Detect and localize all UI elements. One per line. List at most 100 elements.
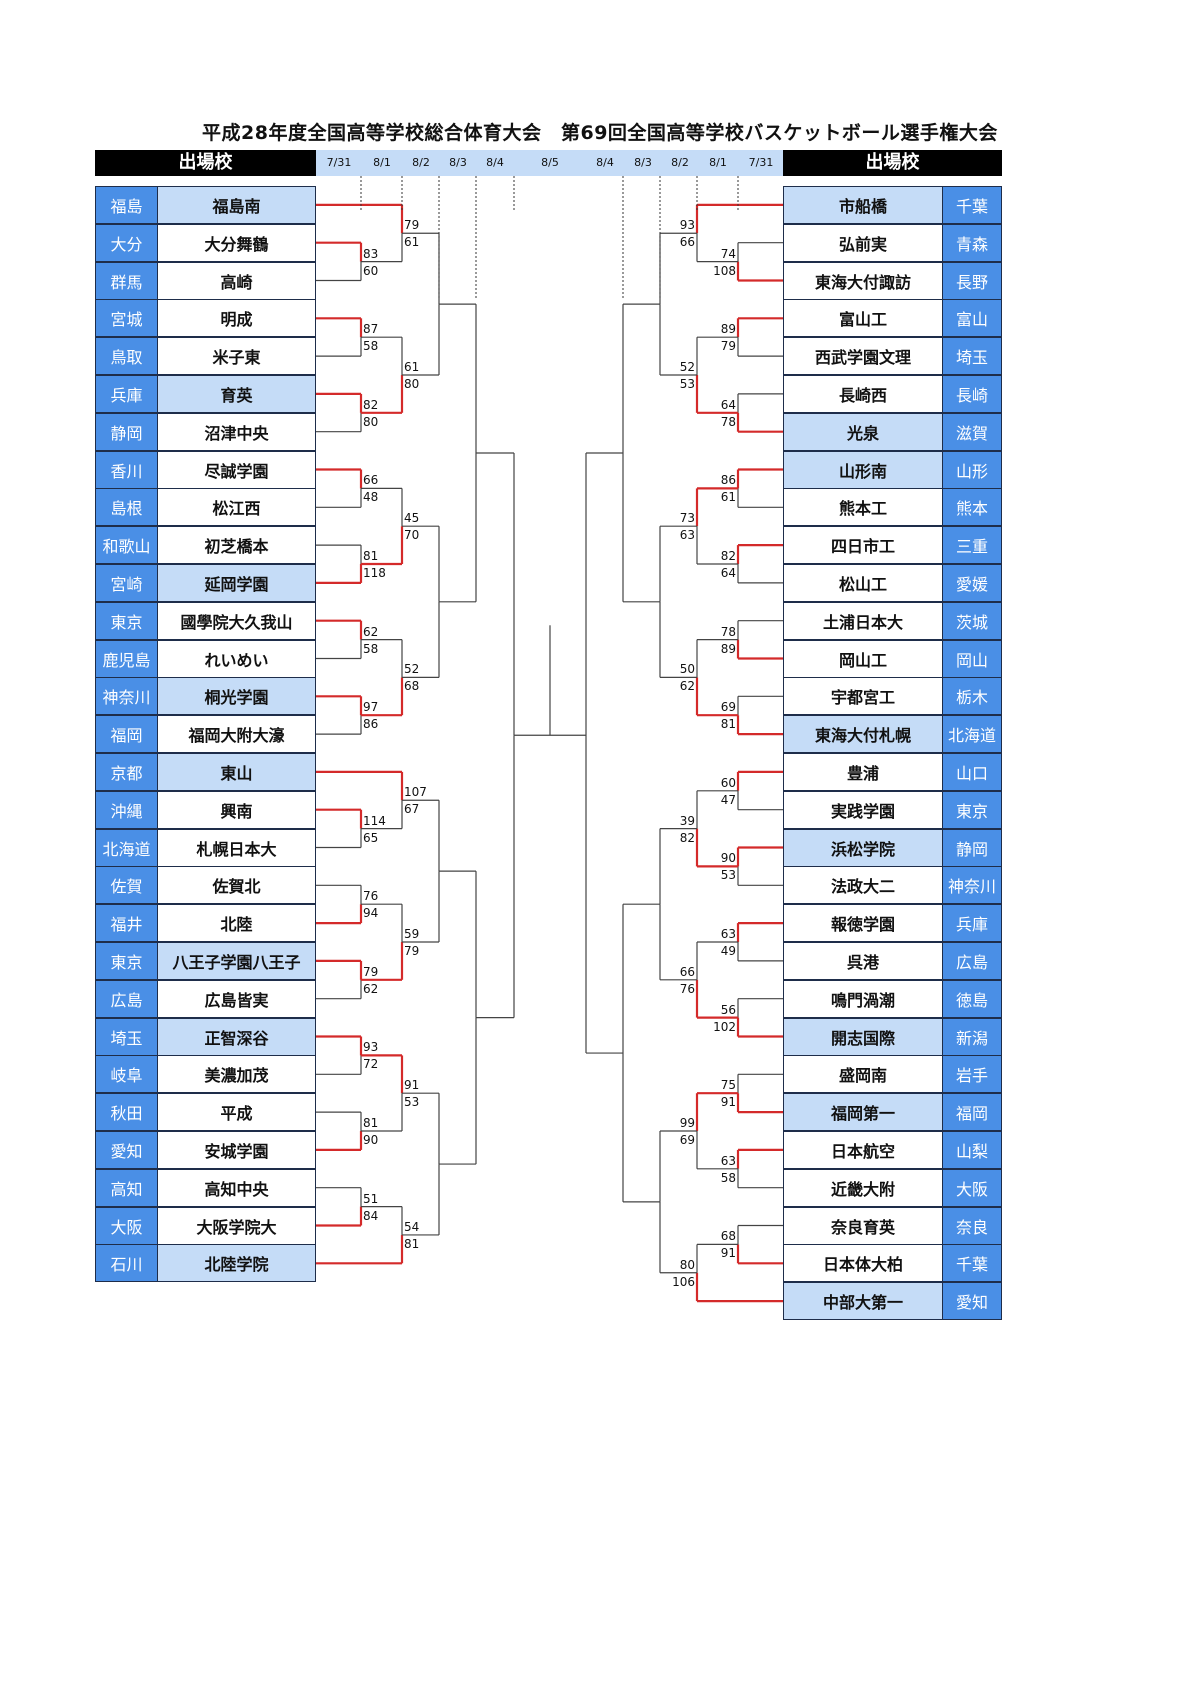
school-cell: 米子東	[157, 337, 316, 376]
prefecture-cell: 神奈川	[95, 677, 158, 716]
score-label: 53	[679, 377, 695, 391]
team-row: 四日市工三重	[783, 526, 1002, 565]
team-row: 大阪学院大大阪	[95, 1206, 316, 1245]
team-row: 法政大二神奈川	[783, 866, 1002, 905]
prefecture-cell: 山梨	[942, 1131, 1002, 1169]
school-cell: 北陸学院	[157, 1244, 316, 1283]
date-label: 8/4	[596, 156, 614, 169]
score-label: 49	[720, 944, 736, 958]
score-label: 97	[363, 700, 379, 715]
prefecture-cell: 福井	[95, 904, 158, 943]
score-label: 66	[363, 473, 379, 488]
school-cell: 佐賀北	[157, 866, 316, 905]
prefecture-cell: 茨城	[942, 601, 1002, 640]
team-row: 福岡第一福岡	[783, 1093, 1002, 1132]
team-row: 北陸学院石川	[95, 1244, 316, 1283]
score-label: 90	[720, 851, 736, 866]
score-label: 81	[404, 1236, 420, 1251]
score-label: 118	[363, 566, 386, 580]
prefecture-cell: 大阪	[942, 1168, 1002, 1207]
team-row: 美濃加茂岐阜	[95, 1055, 316, 1094]
prefecture-cell: 愛媛	[942, 564, 1002, 602]
prefecture-cell: 京都	[95, 753, 158, 791]
prefecture-cell: 福島	[95, 186, 158, 224]
prefecture-cell: 岐阜	[95, 1055, 158, 1094]
team-row: 米子東鳥取	[95, 337, 316, 376]
team-row: 中部大第一愛知	[783, 1282, 1002, 1321]
school-cell: 日本体大柏	[783, 1244, 943, 1283]
score-label: 80	[404, 377, 420, 391]
date-label: 8/1	[709, 156, 727, 169]
score-label: 58	[720, 1170, 736, 1185]
score-label: 59	[404, 927, 420, 941]
school-cell: 福島南	[157, 186, 316, 224]
score-label: 47	[720, 792, 736, 807]
prefecture-cell: 島根	[95, 488, 158, 527]
score-label: 61	[404, 360, 420, 374]
school-cell: 八王子学園八王子	[157, 942, 316, 980]
school-cell: 広島皆実	[157, 979, 316, 1018]
prefecture-cell: 広島	[95, 979, 158, 1018]
score-label: 70	[404, 528, 420, 543]
score-label: 51	[363, 1191, 379, 1206]
team-row: 札幌日本大北海道	[95, 828, 316, 867]
score-label: 79	[363, 964, 379, 979]
team-row: 岡山工岡山	[783, 639, 1002, 678]
score-label: 52	[679, 360, 695, 374]
school-cell: 岡山工	[783, 639, 943, 678]
school-cell: 高知中央	[157, 1168, 316, 1207]
score-label: 76	[679, 981, 695, 996]
score-label: 82	[720, 549, 736, 563]
score-label: 63	[679, 528, 695, 543]
score-label: 89	[720, 641, 736, 656]
prefecture-cell: 北海道	[95, 828, 158, 867]
school-cell: 光泉	[783, 412, 943, 451]
prefecture-cell: 兵庫	[95, 375, 158, 413]
team-row: 安城学園愛知	[95, 1131, 316, 1169]
school-cell: 松江西	[157, 488, 316, 527]
score-label: 80	[363, 414, 379, 429]
school-cell: 長崎西	[783, 375, 943, 413]
score-label: 94	[363, 906, 379, 921]
score-label: 83	[363, 246, 379, 261]
score-label: 65	[363, 830, 379, 845]
team-row: 興南沖縄	[95, 790, 316, 829]
team-row: 佐賀北佐賀	[95, 866, 316, 905]
team-row: 実践学園東京	[783, 790, 1002, 829]
score-label: 48	[363, 490, 379, 505]
prefecture-cell: 広島	[942, 942, 1002, 980]
school-cell: 開志国際	[783, 1017, 943, 1056]
score-label: 61	[404, 235, 420, 250]
score-label: 64	[720, 566, 736, 580]
score-label: 53	[720, 868, 736, 883]
date-label: 7/31	[748, 156, 774, 169]
score-label: 63	[720, 927, 736, 941]
score-label: 86	[363, 717, 379, 732]
prefecture-cell: 岩手	[942, 1055, 1002, 1094]
school-cell: 山形南	[783, 450, 943, 489]
score-label: 64	[720, 397, 736, 412]
team-row: 明成宮城	[95, 299, 316, 338]
team-row: 浜松学院静岡	[783, 828, 1002, 867]
score-label: 86	[720, 473, 736, 488]
school-cell: 宇都宮工	[783, 677, 943, 716]
score-label: 108	[713, 263, 736, 278]
prefecture-cell: 宮崎	[95, 564, 158, 602]
prefecture-cell: 新潟	[942, 1017, 1002, 1056]
left-header-label: 出場校	[95, 150, 316, 176]
team-row: 育英兵庫	[95, 375, 316, 413]
prefecture-cell: 千葉	[942, 186, 1002, 224]
score-label: 99	[679, 1116, 695, 1130]
score-label: 102	[713, 1019, 736, 1034]
prefecture-cell: 大阪	[95, 1206, 158, 1245]
score-label: 69	[679, 1133, 695, 1147]
date-strip: 7/31 8/1 8/2 8/3 8/4 8/5 8/4 8/3 8/2 8/1…	[316, 150, 783, 176]
score-label: 61	[720, 490, 736, 505]
school-cell: 大阪学院大	[157, 1206, 316, 1245]
school-cell: 育英	[157, 375, 316, 413]
score-label: 62	[679, 679, 695, 694]
team-row: 奈良育英奈良	[783, 1206, 1002, 1245]
score-label: 69	[720, 700, 736, 715]
team-row: 桐光学園神奈川	[95, 677, 316, 716]
team-row: 宇都宮工栃木	[783, 677, 1002, 716]
